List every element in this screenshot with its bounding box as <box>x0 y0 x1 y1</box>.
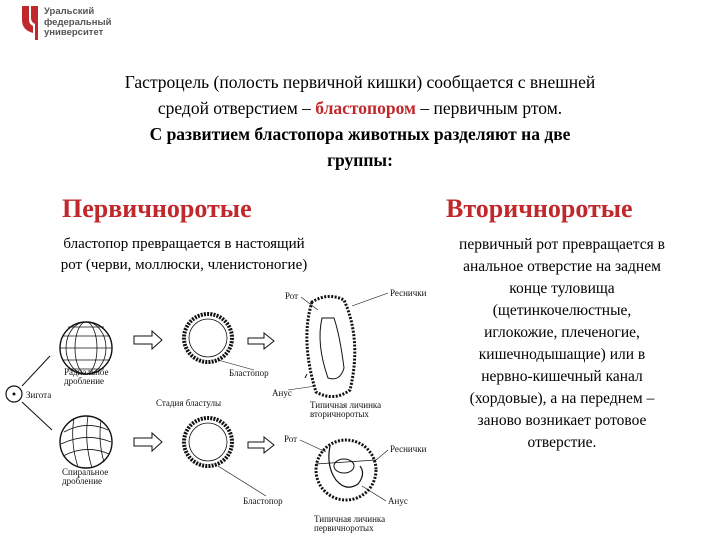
larva-label: вторичноротых <box>310 409 369 419</box>
arrow-to-spiral <box>21 401 53 431</box>
spiral-label: дробление <box>62 476 102 486</box>
intro-line: Гастроцель (полость первичной кишки) соо… <box>124 72 596 92</box>
larva-label: Типичная личинка <box>314 514 385 524</box>
desc-line: кишечнодышащие) или в <box>478 346 646 363</box>
larva-label: первичноротых <box>314 523 374 533</box>
logo-line: федеральный <box>44 16 112 28</box>
blastula-stage-label: Стадия бластулы <box>156 398 221 408</box>
anus-label: Анус <box>388 496 408 506</box>
radial-cleavage-icon <box>59 321 113 375</box>
desc-line: иглокожие, плеченогие, <box>484 324 640 341</box>
arrow-to-radial <box>21 355 51 387</box>
blastopore-term: бластопором <box>315 98 416 118</box>
intro-line: группы: <box>327 150 393 170</box>
desc-line: первичный рот превращается в <box>459 236 665 253</box>
blastopore-label: Бластопор <box>229 368 269 378</box>
blastula-icon <box>182 312 234 364</box>
protostomes-title: Первичноротые <box>62 194 252 223</box>
radial-label: Радиальное <box>64 367 109 377</box>
zygote-label: Зигота <box>26 390 51 400</box>
intro-line: С развитием бластопора животных разделяю… <box>149 124 571 144</box>
larva-label: Типичная личинка <box>310 400 381 410</box>
development-diagram: Зигота Радиальное дробление Спиральное д… <box>5 288 427 533</box>
desc-line: (хордовые), а на переднем – <box>469 390 655 407</box>
intro-text: Гастроцель (полость первичной кишки) соо… <box>20 69 700 173</box>
intro-line-post: – первичным ртом. <box>415 98 563 118</box>
anus-label: Анус <box>272 388 292 398</box>
desc-line: (щетинкочелюстные, <box>492 302 632 319</box>
spiral-cleavage-icon <box>59 415 113 469</box>
mouth-label: Рот <box>284 434 297 444</box>
cilia-label: Реснички <box>390 444 427 454</box>
hollow-arrows <box>133 329 275 455</box>
desc-line: нервно-кишечный канал <box>481 368 643 385</box>
protostomes-description: бластопор превращается в настоящий рот (… <box>14 234 354 276</box>
logo-text: Уральский федеральный университет <box>44 6 112 39</box>
cilia-label: Реснички <box>390 288 427 298</box>
blastopore-label: Бластопор <box>243 496 283 506</box>
mouth-label: Рот <box>285 291 298 301</box>
deuterostomes-description: первичный рот превращается в анальное от… <box>418 234 706 454</box>
intro-line-pre: средой отверстием – <box>157 98 316 118</box>
university-logo: Уральский федеральный университет <box>22 6 142 40</box>
desc-line: заново возникает ротовое <box>477 412 647 429</box>
desc-line: рот (черви, моллюски, членистоногие) <box>60 257 308 273</box>
deuterostome-larva-icon <box>304 295 357 398</box>
deuterostomes-title: Вторичноротые <box>446 194 633 223</box>
intro-line: средой отверстием – бластопором – первич… <box>20 95 700 121</box>
logo-mark-icon <box>22 6 38 40</box>
desc-line: конце туловища <box>509 280 615 297</box>
desc-line: отверстие. <box>527 434 597 451</box>
protostome-larva-icon <box>314 438 378 502</box>
desc-line: бластопор превращается в настоящий <box>63 236 305 252</box>
desc-line: анальное отверстие на заднем <box>463 258 661 275</box>
radial-label: дробление <box>64 376 104 386</box>
logo-line: университет <box>44 27 104 38</box>
logo-line: Уральский <box>44 6 95 17</box>
spiral-label: Спиральное <box>62 467 108 477</box>
blastula-icon <box>182 416 234 468</box>
